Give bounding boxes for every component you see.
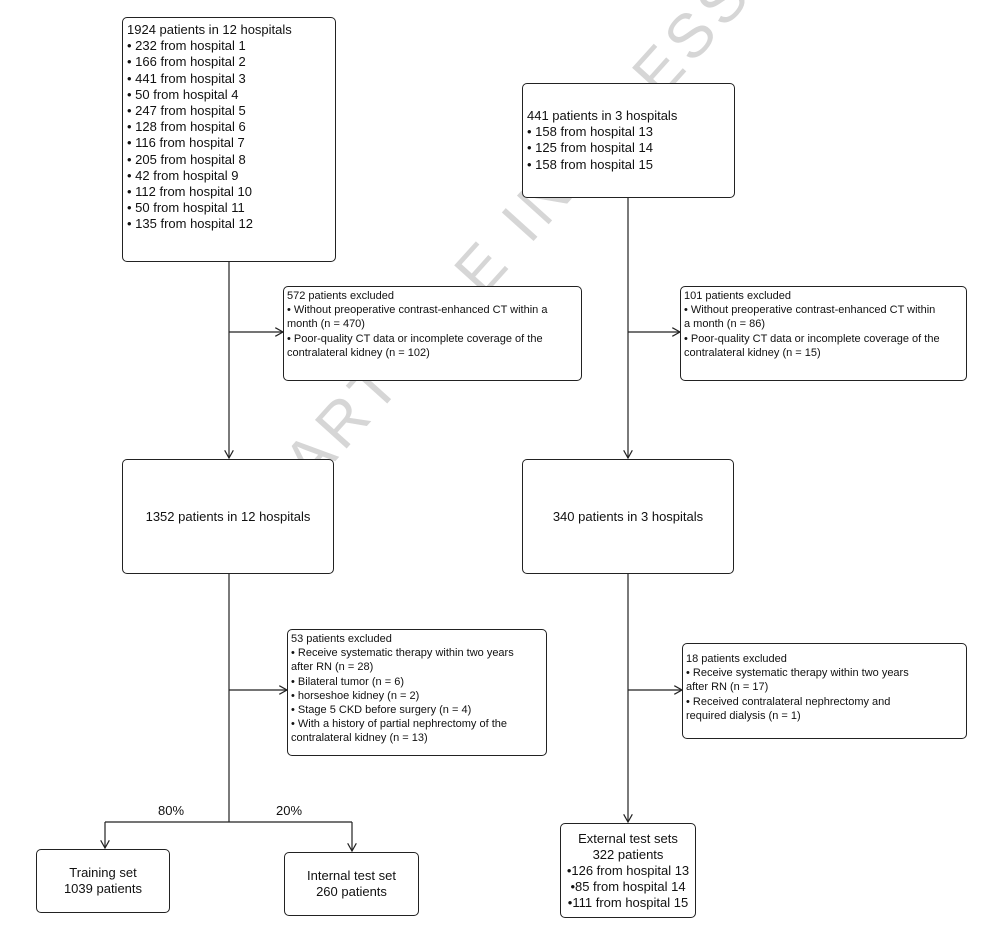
list-item: • 247 from hospital 5 — [127, 103, 246, 119]
training-set-title: Training set — [69, 865, 137, 880]
list-item: • 50 from hospital 11 — [127, 200, 245, 216]
external-test-sets-count: 322 patients — [592, 846, 664, 862]
exclusion-title: 572 patients excluded — [287, 290, 395, 302]
list-item: • 42 from hospital 9 — [127, 167, 239, 183]
exclusion-line: a month (n = 86) — [684, 318, 766, 331]
exclusion-title: 53 patients excluded — [291, 633, 392, 645]
exclusion-line: contralateral kidney (n = 15) — [684, 346, 821, 359]
left-exclusion2-box: 53 patients excluded • Receive systemati… — [287, 629, 547, 756]
right-middle-box: 340 patients in 3 hospitals — [522, 459, 734, 574]
list-item: • 441 from hospital 3 — [127, 70, 246, 86]
list-item: • 50 from hospital 4 — [127, 86, 239, 102]
list-item: • 205 from hospital 8 — [127, 151, 246, 167]
left-exclusion1-box: 572 patients excluded • Without preopera… — [283, 286, 582, 381]
exclusion-line: • With a history of partial nephrectomy … — [291, 718, 508, 731]
list-item: • 116 from hospital 7 — [127, 135, 245, 151]
list-item: • 112 from hospital 10 — [127, 184, 252, 200]
right-source-title: 441 patients in 3 hospitals — [527, 108, 678, 123]
exclusion-line: • Without preoperative contrast-enhanced… — [287, 304, 548, 317]
exclusion-line: after RN (n = 28) — [291, 661, 374, 674]
list-item: •126 from hospital 13 — [566, 862, 690, 878]
exclusion-line: after RN (n = 17) — [686, 681, 769, 694]
exclusion-line: • Poor-quality CT data or incomplete cov… — [287, 332, 543, 345]
list-item: •85 from hospital 14 — [570, 878, 686, 894]
exclusion-line: • Receive systematic therapy within two … — [291, 647, 514, 660]
list-item: • 135 from hospital 12 — [127, 216, 253, 232]
exclusion-line: • horseshoe kidney (n = 2) — [291, 689, 420, 702]
internal-test-set-count: 260 patients — [316, 884, 387, 899]
exclusion-line: • Without preoperative contrast-enhanced… — [684, 304, 936, 317]
right-exclusion2-box: 18 patients excluded • Receive systemati… — [682, 643, 967, 739]
list-item: • 158 from hospital 15 — [527, 156, 653, 172]
exclusion-title: 18 patients excluded — [686, 653, 787, 665]
left-source-title: 1924 patients in 12 hospitals — [127, 22, 292, 37]
training-set-count: 1039 patients — [63, 881, 143, 896]
list-item: •111 from hospital 15 — [567, 894, 689, 910]
external-test-sets-title: External test sets — [578, 830, 678, 846]
list-item: • 166 from hospital 2 — [127, 54, 246, 70]
left-middle-label: 1352 patients in 12 hospitals — [145, 508, 311, 524]
right-source-box: 441 patients in 3 hospitals • 158 from h… — [522, 83, 735, 198]
exclusion-line: • Stage 5 CKD before surgery (n = 4) — [291, 704, 472, 717]
list-item: • 232 from hospital 1 — [127, 38, 246, 54]
list-item: • 128 from hospital 6 — [127, 119, 246, 135]
exclusion-title: 101 patients excluded — [684, 290, 792, 302]
exclusion-line: • Poor-quality CT data or incomplete cov… — [684, 332, 940, 345]
exclusion-line: contralateral kidney (n = 13) — [291, 732, 428, 745]
exclusion-line: • Receive systematic therapy within two … — [686, 667, 909, 680]
exclusion-line: • Bilateral tumor (n = 6) — [291, 675, 404, 688]
right-middle-label: 340 patients in 3 hospitals — [552, 508, 704, 524]
external-test-sets-box: External test sets 322 patients •126 fro… — [560, 823, 696, 918]
internal-test-set-title: Internal test set — [307, 868, 396, 883]
left-middle-box: 1352 patients in 12 hospitals — [122, 459, 334, 574]
exclusion-line: required dialysis (n = 1) — [686, 709, 801, 722]
training-percentage: 80% — [158, 803, 185, 818]
left-source-box: 1924 patients in 12 hospitals • 232 from… — [122, 17, 336, 262]
exclusion-line: • Received contralateral nephrectomy and — [686, 695, 891, 708]
internal-percentage: 20% — [276, 803, 303, 818]
list-item: • 158 from hospital 13 — [527, 124, 653, 140]
training-set-box: Training set 1039 patients — [36, 849, 170, 913]
internal-test-set-box: Internal test set 260 patients — [284, 852, 419, 916]
exclusion-line: contralateral kidney (n = 102) — [287, 346, 430, 359]
exclusion-line: month (n = 470) — [287, 318, 365, 331]
right-exclusion1-box: 101 patients excluded • Without preopera… — [680, 286, 967, 381]
list-item: • 125 from hospital 14 — [527, 140, 653, 156]
